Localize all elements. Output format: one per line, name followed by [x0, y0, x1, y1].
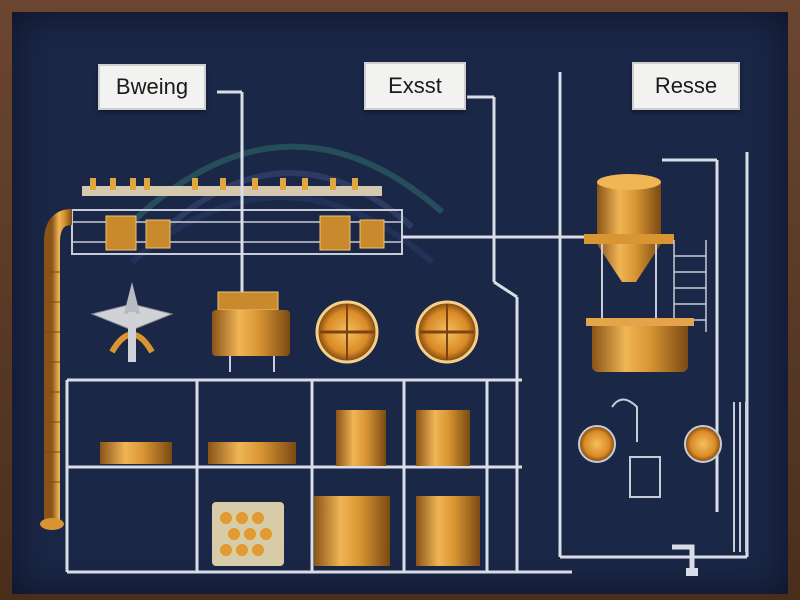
label-brewing: Bweing [98, 64, 206, 110]
kettle-right [415, 300, 479, 364]
manifold-rail [71, 209, 403, 255]
diagram-board: Bweing Exsst Resse [12, 12, 788, 594]
label-resse: Resse [632, 62, 740, 110]
coiled-pipe [40, 209, 102, 530]
bottom-row-items [212, 496, 480, 566]
label-exsst: Exsst [364, 62, 466, 110]
brewery-diagram [40, 72, 749, 576]
mash-tun [212, 291, 290, 372]
grain-mill [90, 282, 174, 362]
right-pumps [578, 398, 747, 552]
middle-row-tanks [100, 410, 470, 466]
silo-tower [584, 174, 707, 372]
top-valve-rail [82, 178, 382, 196]
faucet-icon [672, 544, 698, 576]
kettle-left [315, 300, 379, 364]
